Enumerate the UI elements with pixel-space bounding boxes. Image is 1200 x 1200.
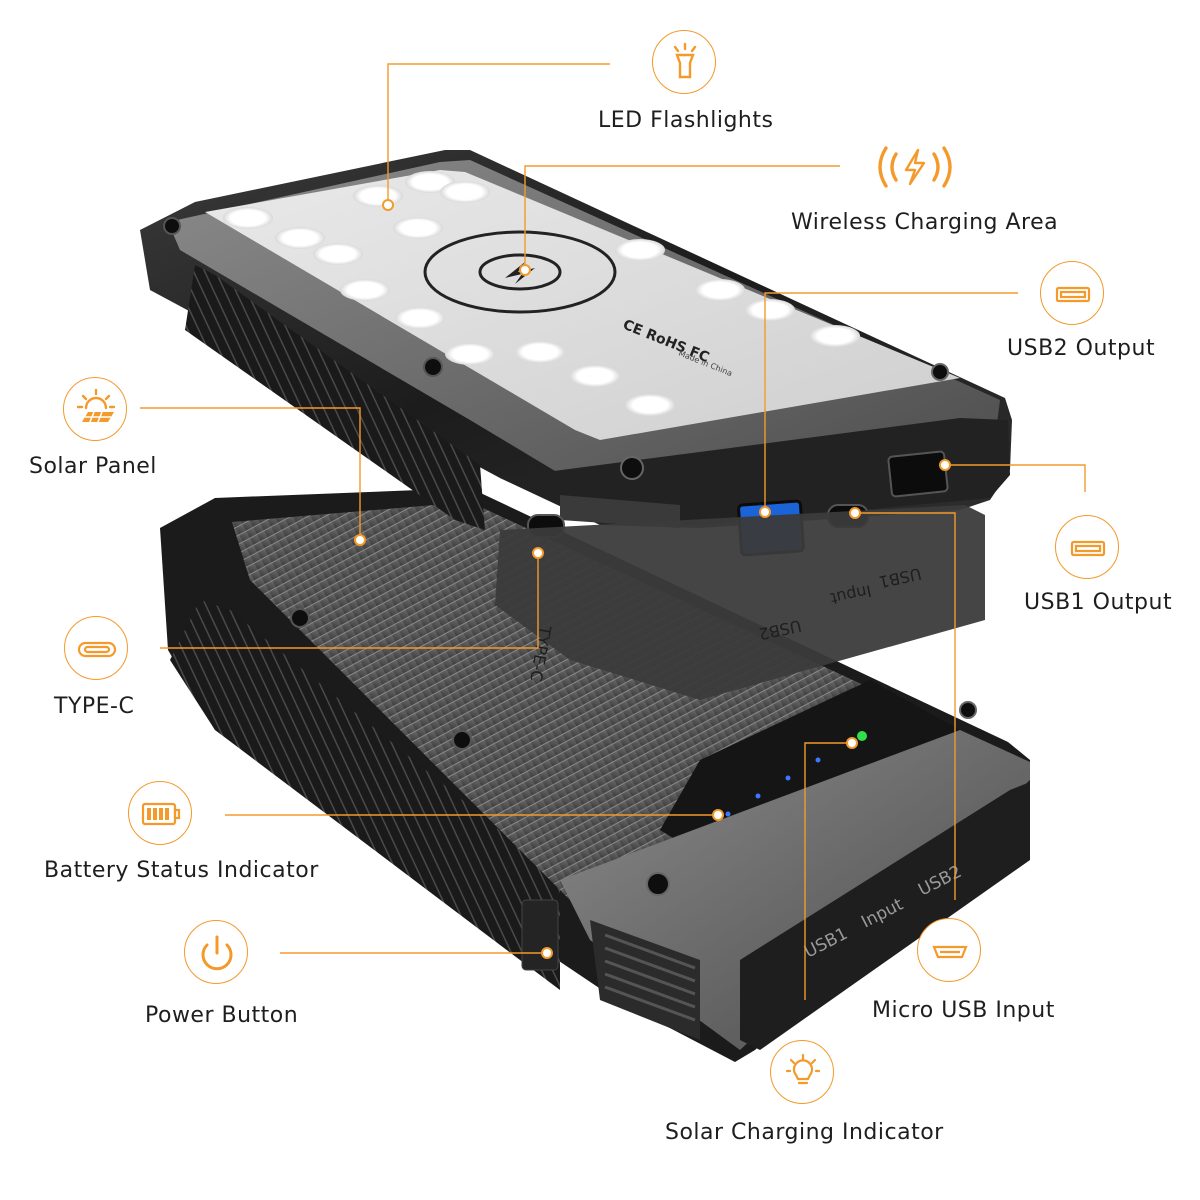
bottom-unit: USB1 Input USB2 (160, 488, 1030, 1062)
leader-solar-panel (140, 407, 361, 540)
label-battery-status-indicator: Battery Status Indicator (44, 858, 319, 883)
leader-usb1 (945, 464, 1086, 492)
label-wireless-charging-area: Wireless Charging Area (791, 210, 1059, 235)
label-led-flashlights: LED Flashlights (598, 108, 774, 133)
label-power-button: Power Button (145, 1003, 299, 1028)
leader-dots (354, 199, 951, 959)
flashlight-icon (652, 30, 716, 94)
leader-usb2 (764, 292, 1018, 512)
wireless-charging-icon (872, 140, 958, 198)
usb-port-icon (1040, 261, 1104, 325)
leader-solar-charging (804, 742, 852, 1000)
solar-panel-icon (63, 377, 127, 441)
label-solar-panel: Solar Panel (29, 454, 157, 479)
usb-port-icon (1055, 515, 1119, 579)
label-usb2-output: USB2 Output (1007, 336, 1156, 361)
leader-type-c (160, 553, 539, 649)
top-unit: CE RoHS FC Made in China USB1 Input USB2… (140, 150, 1012, 700)
lightbulb-icon (770, 1040, 834, 1104)
wireless-charging-ring (423, 230, 617, 314)
usb1-port (887, 450, 949, 498)
leader-led-flashlights (387, 63, 610, 205)
type-c-port-icon (64, 616, 128, 680)
label-solar-charging-indicator: Solar Charging Indicator (665, 1120, 944, 1145)
label-type-c: TYPE-C (54, 694, 135, 719)
port-cover-flap (495, 505, 985, 700)
label-micro-usb-input: Micro USB Input (872, 998, 1055, 1023)
leader-wireless (524, 165, 840, 270)
power-icon (184, 920, 248, 984)
led-array (223, 171, 860, 416)
battery-icon (128, 781, 192, 845)
leader-micro-usb (855, 512, 956, 900)
leader-lines (140, 63, 1086, 1000)
label-usb1-output: USB1 Output (1024, 590, 1173, 615)
micro-usb-icon (917, 918, 981, 982)
